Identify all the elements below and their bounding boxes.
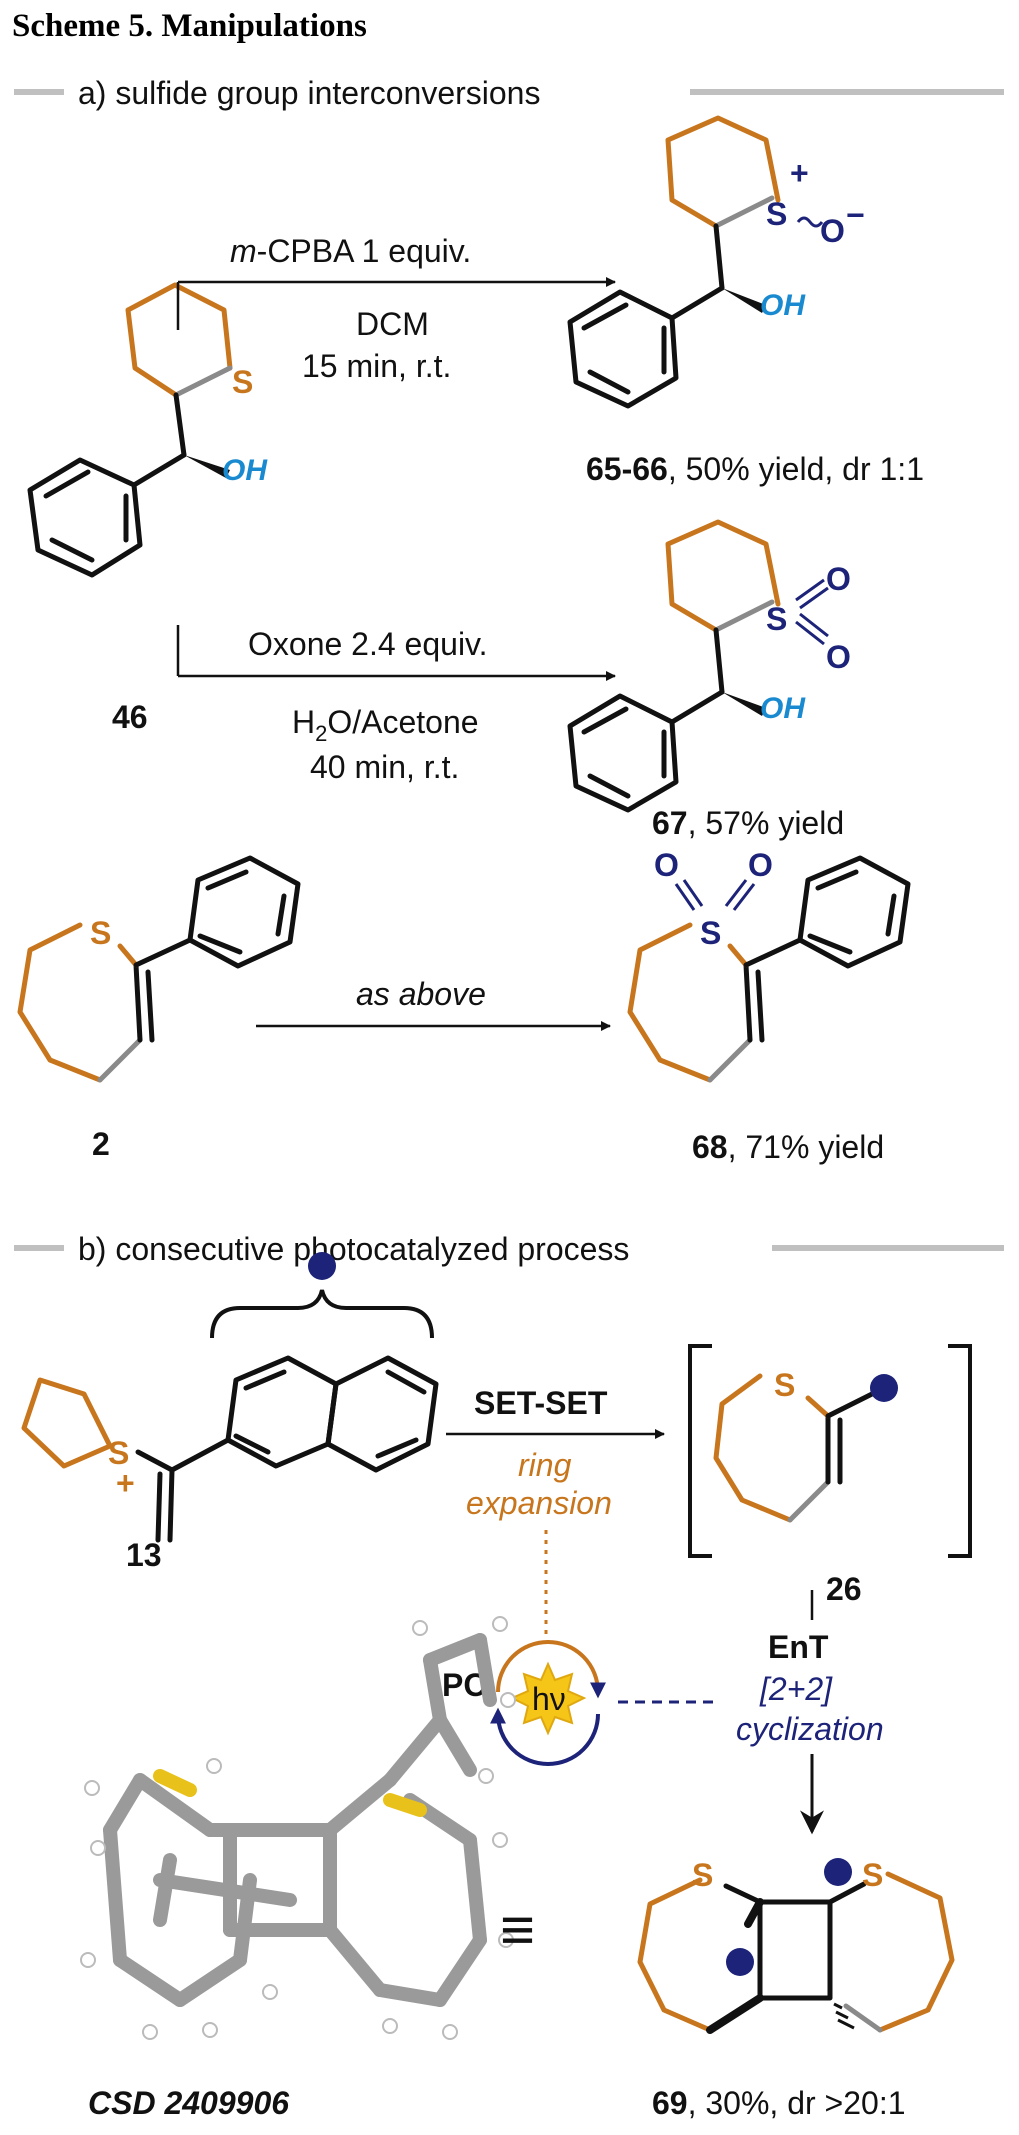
sulfur-atom: S [90, 915, 111, 951]
step-2-arrow: EnT [2+2] cyclization [736, 1590, 884, 1835]
step-2-note-line1: [2+2] [759, 1671, 833, 1707]
sulfur-atom: S [862, 1857, 883, 1893]
compound-69-caption: 69, 30%, dr >20:1 [652, 2085, 906, 2121]
compound-2: S 2 [17, 855, 301, 1162]
sulfur-atom: S [766, 196, 787, 232]
compound-69: S S 69, 30%, dr >20:1 [637, 1857, 955, 2121]
sulfur-atom: S [232, 364, 253, 400]
sulfur-atom: S [774, 1367, 795, 1403]
compound-68: S O O 68, 71% yield [627, 847, 911, 1165]
hydroxyl-label: OH [222, 454, 268, 487]
section-b-label: b) consecutive photocatalyzed process [78, 1231, 629, 1267]
reaction-1-reagent: m-CPBA 1 equiv. [230, 233, 471, 269]
section-a-label: a) sulfide group interconversions [78, 75, 540, 111]
section-b-header: b) consecutive photocatalyzed process [14, 1231, 1004, 1267]
step-2-label: EnT [768, 1629, 829, 1665]
section-a-header: a) sulfide group interconversions [14, 75, 1004, 111]
oxygen-atom: O [654, 847, 679, 883]
oxygen-atom: O [826, 561, 851, 597]
hydroxyl-label: OH [760, 692, 806, 725]
substituent-marker [308, 1252, 336, 1280]
compound-68-caption: 68, 71% yield [692, 1129, 884, 1165]
reaction-2-conditions: 40 min, r.t. [310, 749, 459, 785]
sun-icon [509, 1661, 587, 1736]
photocatalyst-cycle: PC hν [442, 1640, 720, 1766]
reaction-1-arrow: m-CPBA 1 equiv. DCM 15 min, r.t. [176, 233, 616, 384]
compound-67-caption: 67, 57% yield [652, 805, 844, 841]
minus-charge: − [846, 197, 865, 233]
step-2-note-line2: cyclization [736, 1711, 884, 1747]
reaction-1-solvent: DCM [356, 306, 429, 342]
equivalence-sign: ≡ [500, 1896, 535, 1963]
reaction-3-arrow: as above [256, 976, 611, 1031]
substituent-marker [870, 1374, 898, 1402]
hydroxyl-label: OH [760, 289, 806, 322]
sulfur-atom: S [766, 601, 787, 637]
compound-13-label: 13 [126, 1537, 162, 1573]
reaction-3-conditions: as above [356, 976, 486, 1012]
scheme-title: Scheme 5. Manipulations [12, 8, 367, 44]
intermediate-26: S 26 [688, 1344, 972, 1607]
compound-46-label: 46 [112, 699, 148, 735]
plus-charge: + [116, 1465, 135, 1501]
sulfur-atom: S [108, 1435, 129, 1471]
reaction-2-solvent: H2O/Acetone [292, 704, 479, 746]
substituent-marker [824, 1858, 852, 1886]
compound-46: S OH 46 [27, 282, 268, 735]
light-label: hν [532, 1681, 566, 1717]
compound-67: S O O OH 67, 57% yield [567, 519, 851, 841]
oxygen-atom: O [826, 639, 851, 675]
step-1-note-line1: ring [518, 1447, 572, 1483]
crystal-label: CSD 2409906 [88, 2085, 289, 2121]
step-1-arrow: SET-SET ring expansion [446, 1385, 665, 1640]
oxygen-atom: O [820, 213, 845, 249]
reaction-1-conditions: 15 min, r.t. [302, 348, 451, 384]
crystal-structure: CSD 2409906 [80, 1616, 516, 2121]
compound-13: S + 13 [21, 1252, 439, 1573]
reaction-2-arrow: Oxone 2.4 equiv. H2O/Acetone 40 min, r.t… [176, 625, 616, 785]
plus-charge: + [790, 155, 809, 191]
oxygen-atom: O [748, 847, 773, 883]
step-1-note-line2: expansion [466, 1485, 612, 1521]
compound-65-66: S + O − OH 65-66, 50% yield, dr 1:1 [567, 115, 924, 487]
substituent-marker [726, 1948, 754, 1976]
sulfur-atom: S [700, 915, 721, 951]
intermediate-26-label: 26 [826, 1571, 862, 1607]
compound-2-label: 2 [92, 1126, 110, 1162]
compound-65-66-caption: 65-66, 50% yield, dr 1:1 [586, 451, 924, 487]
reaction-2-reagent: Oxone 2.4 equiv. [248, 626, 488, 662]
step-1-label: SET-SET [474, 1385, 608, 1421]
sulfur-atom: S [692, 1857, 713, 1893]
